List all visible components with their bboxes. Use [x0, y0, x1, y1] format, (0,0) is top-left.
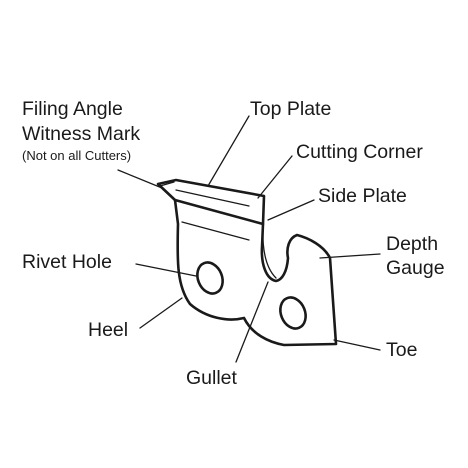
filing-angle-label-line2: Witness Mark: [22, 123, 140, 145]
gullet-leader: [235, 281, 269, 363]
filing-angle-note: (Not on all Cutters): [22, 148, 131, 163]
rivet-hole-rear: [279, 296, 307, 330]
heel-leader: [139, 297, 183, 329]
top-plate-bevel-line: [175, 189, 250, 207]
toe-leader: [333, 339, 381, 351]
heel-label: Heel: [88, 319, 128, 341]
filing-angle-label-line1: Filing Angle: [22, 98, 123, 120]
top-plate-outline: [156, 178, 266, 226]
rivet-hole-label: Rivet Hole: [22, 251, 112, 273]
gullet-label: Gullet: [186, 367, 238, 389]
side-plate-leader: [267, 199, 315, 221]
filing-angle-leader: [117, 169, 163, 189]
leader-lines: [117, 115, 381, 363]
rivet-hole-leader: [135, 263, 197, 277]
cutter-drawing: [156, 178, 338, 347]
cutting-corner-label: Cutting Corner: [296, 141, 423, 163]
rivet-hole-front: [196, 261, 224, 295]
side-plate-label: Side Plate: [318, 185, 407, 207]
depth-gauge-label-line1: Depth: [386, 233, 438, 255]
gullet-curve: [262, 225, 277, 279]
cutting-corner-leader: [257, 155, 293, 199]
toe-label: Toe: [386, 339, 417, 361]
depth-gauge-label-line2: Gauge: [386, 257, 445, 279]
depth-gauge-leader: [319, 253, 381, 259]
labels: Filing Angle Witness Mark (Not on all Cu…: [22, 98, 445, 389]
top-plate-leader: [207, 115, 250, 187]
witness-mark-line: [159, 181, 175, 187]
side-plate-inner-edge: [181, 221, 250, 241]
top-plate-label: Top Plate: [250, 98, 331, 120]
